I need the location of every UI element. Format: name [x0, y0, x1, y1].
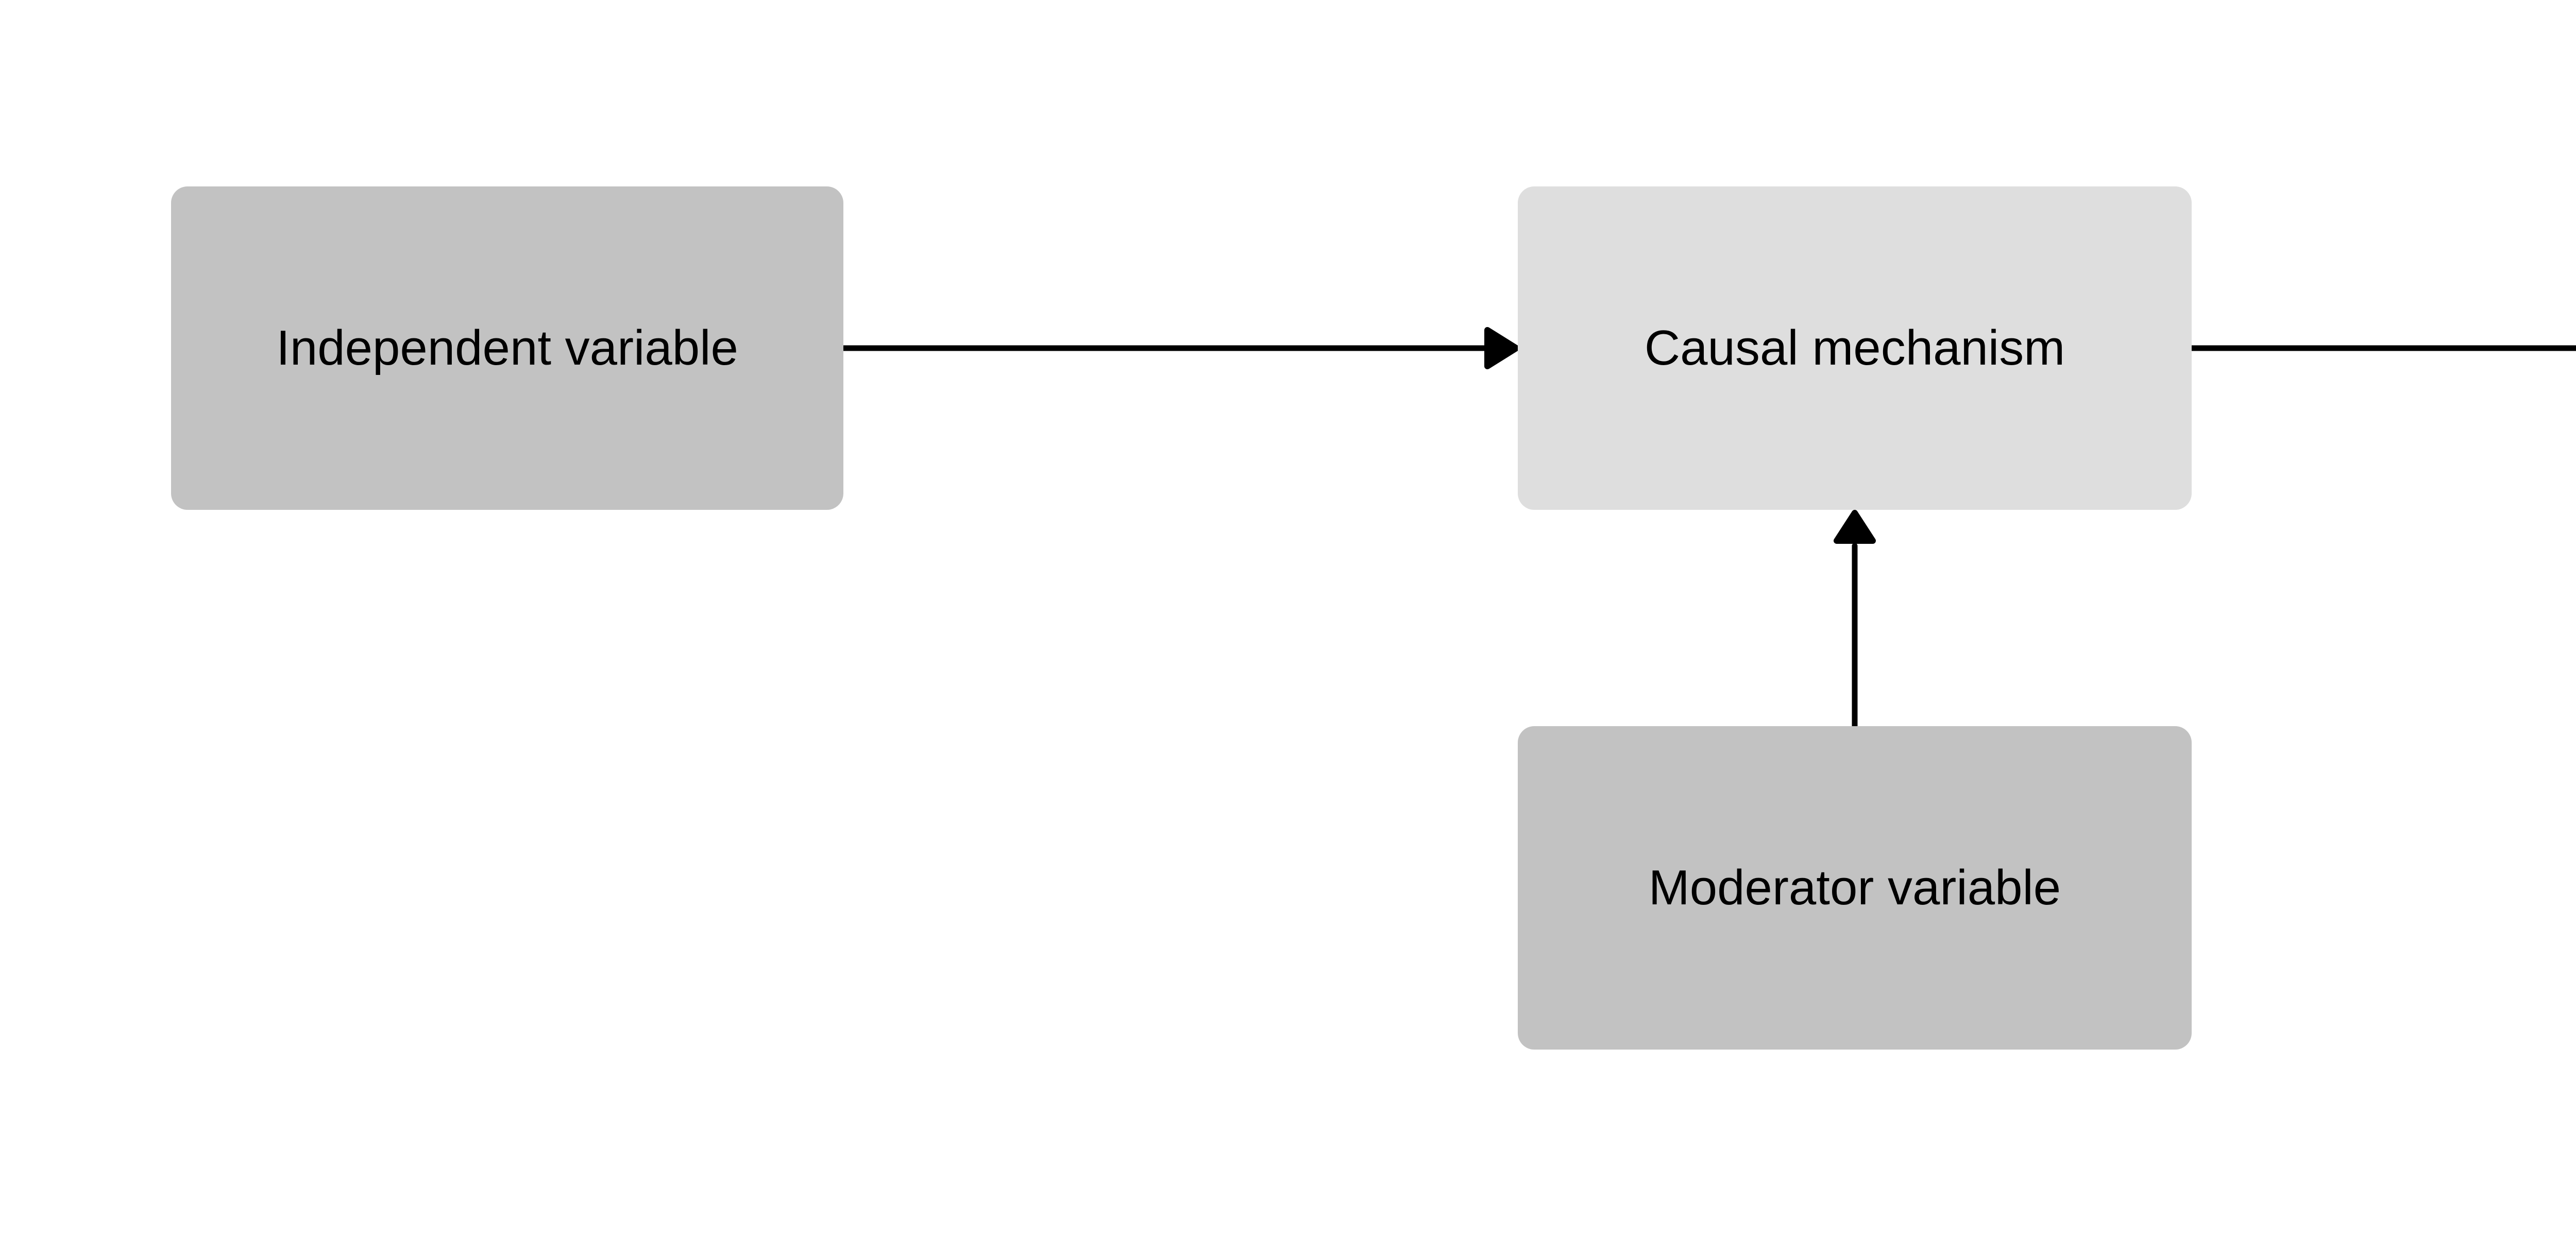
node-label: Causal mechanism — [1644, 320, 2065, 375]
node-label: Independent variable — [276, 320, 738, 375]
arrowhead-up-icon — [1834, 510, 1876, 544]
node-label: Moderator variable — [1648, 860, 2061, 915]
node-independent-variable: Independent variable — [171, 186, 843, 510]
edge-causal-to-dependent — [2189, 345, 2576, 351]
arrowhead-right-icon — [1484, 327, 1519, 369]
node-causal-mechanism: Causal mechanism — [1518, 186, 2192, 510]
edge-moderator-to-causal — [1834, 510, 1876, 729]
edge-independent-to-causal — [840, 327, 1519, 369]
node-moderator-variable: Moderator variable — [1518, 726, 2192, 1050]
